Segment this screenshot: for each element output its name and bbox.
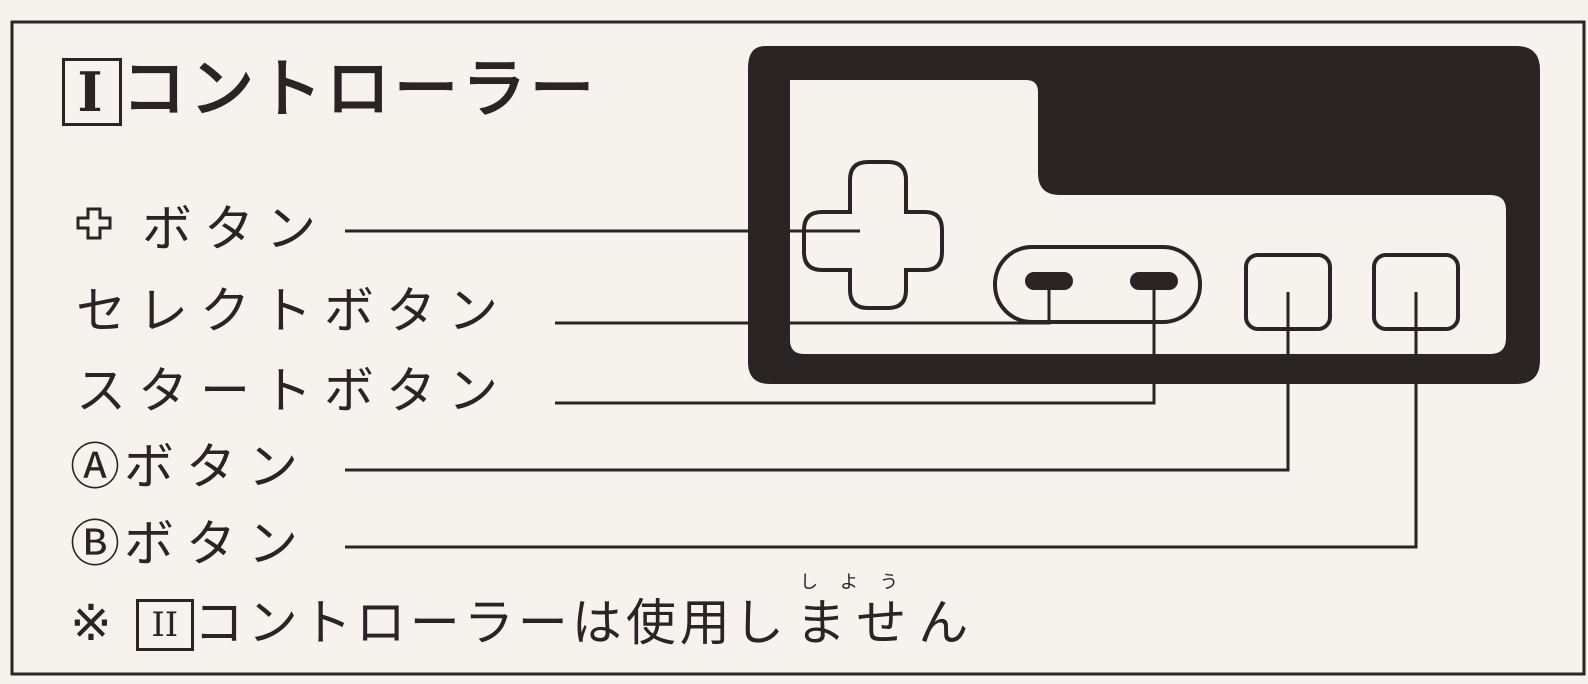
label-b: Ⓑボタン [70, 519, 310, 569]
controller-body [748, 46, 1540, 384]
kanji-ruby: しよう [800, 572, 920, 593]
select-start-capsule [993, 245, 1202, 324]
note-text-after: しません [733, 594, 981, 652]
label-start-text: スタートボタン [76, 362, 510, 420]
controller-two-box: II [135, 599, 194, 651]
dpad-button [802, 160, 944, 310]
note-kanji: 使用 [625, 594, 734, 652]
label-dpad-text: ボタン [142, 200, 328, 258]
leader-line-start [555, 281, 1156, 405]
title-text: コントローラー [122, 53, 598, 127]
label-dpad: ボタン [142, 204, 328, 254]
label-start: スタートボタン [76, 366, 510, 416]
label-select-text: セレクトボタン [76, 282, 510, 340]
leader-line-b [345, 292, 1418, 549]
note-mark: ※ [70, 594, 116, 652]
a-mark: Ⓐ [70, 438, 120, 496]
cross-outline-icon [76, 207, 112, 240]
note-text-before: コントローラーは [193, 594, 626, 652]
label-a: Ⓐボタン [70, 442, 310, 492]
controller-number-box: I [62, 58, 122, 126]
outer-frame [10, 20, 1586, 676]
b-mark: Ⓑ [70, 515, 120, 573]
label-select: セレクトボタン [76, 286, 510, 336]
leader-line-select [555, 281, 1051, 325]
label-b-text: ボタン [124, 515, 310, 573]
label-a-text: ボタン [124, 438, 310, 496]
leader-line-a [345, 292, 1290, 472]
